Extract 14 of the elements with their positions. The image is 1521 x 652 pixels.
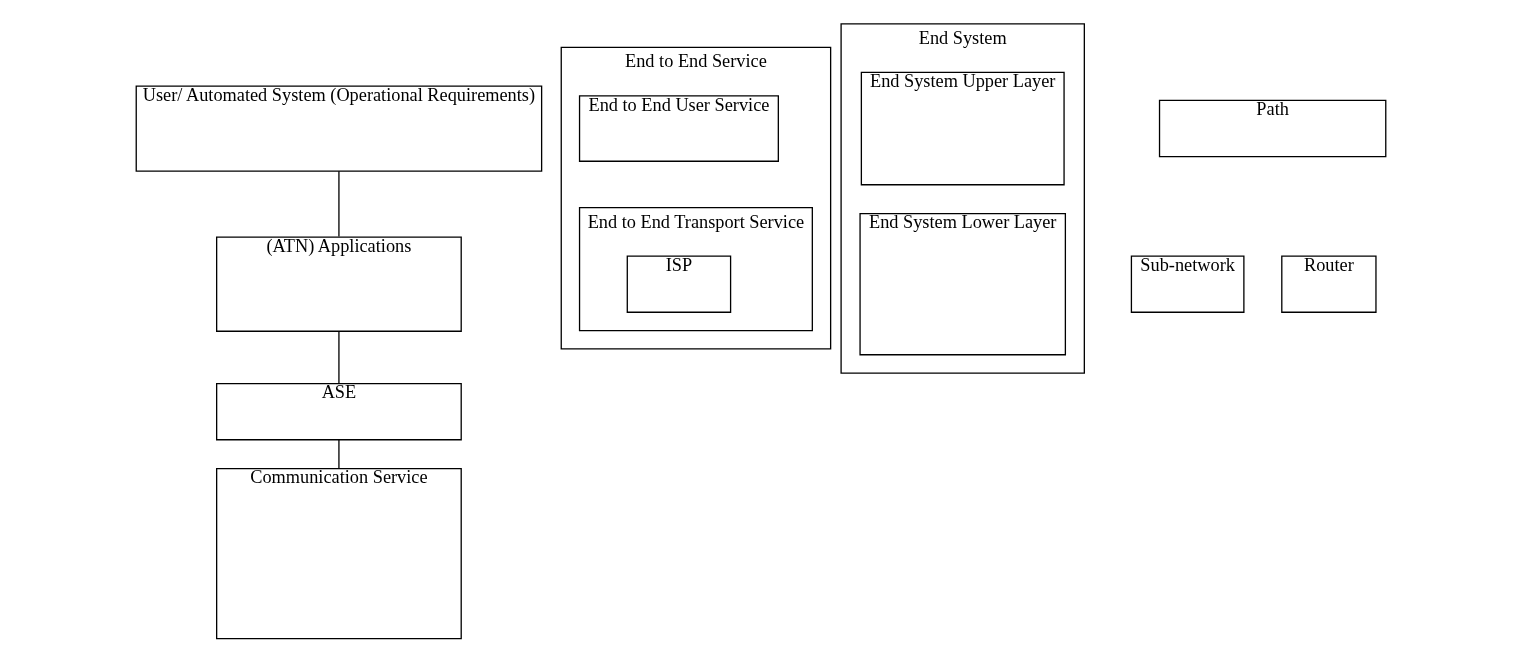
node-box: Communication Service [215, 467, 462, 640]
node-box: Path [1158, 99, 1386, 158]
node-box: Router [1280, 255, 1377, 313]
node-box: End System Lower Layer [858, 212, 1066, 356]
node-box: End to End User Service [578, 95, 779, 162]
node-box: End System Upper Layer [860, 71, 1065, 186]
connector [337, 439, 340, 469]
connector [337, 330, 340, 385]
node-box: Sub-network [1130, 255, 1245, 313]
node-box: ASE [215, 382, 462, 441]
node-box: (ATN) Applications [215, 236, 462, 332]
node-box: User/ Automated System (Operational Requirements) [135, 85, 542, 172]
node-box: ISP [626, 255, 731, 313]
connector [337, 170, 340, 238]
